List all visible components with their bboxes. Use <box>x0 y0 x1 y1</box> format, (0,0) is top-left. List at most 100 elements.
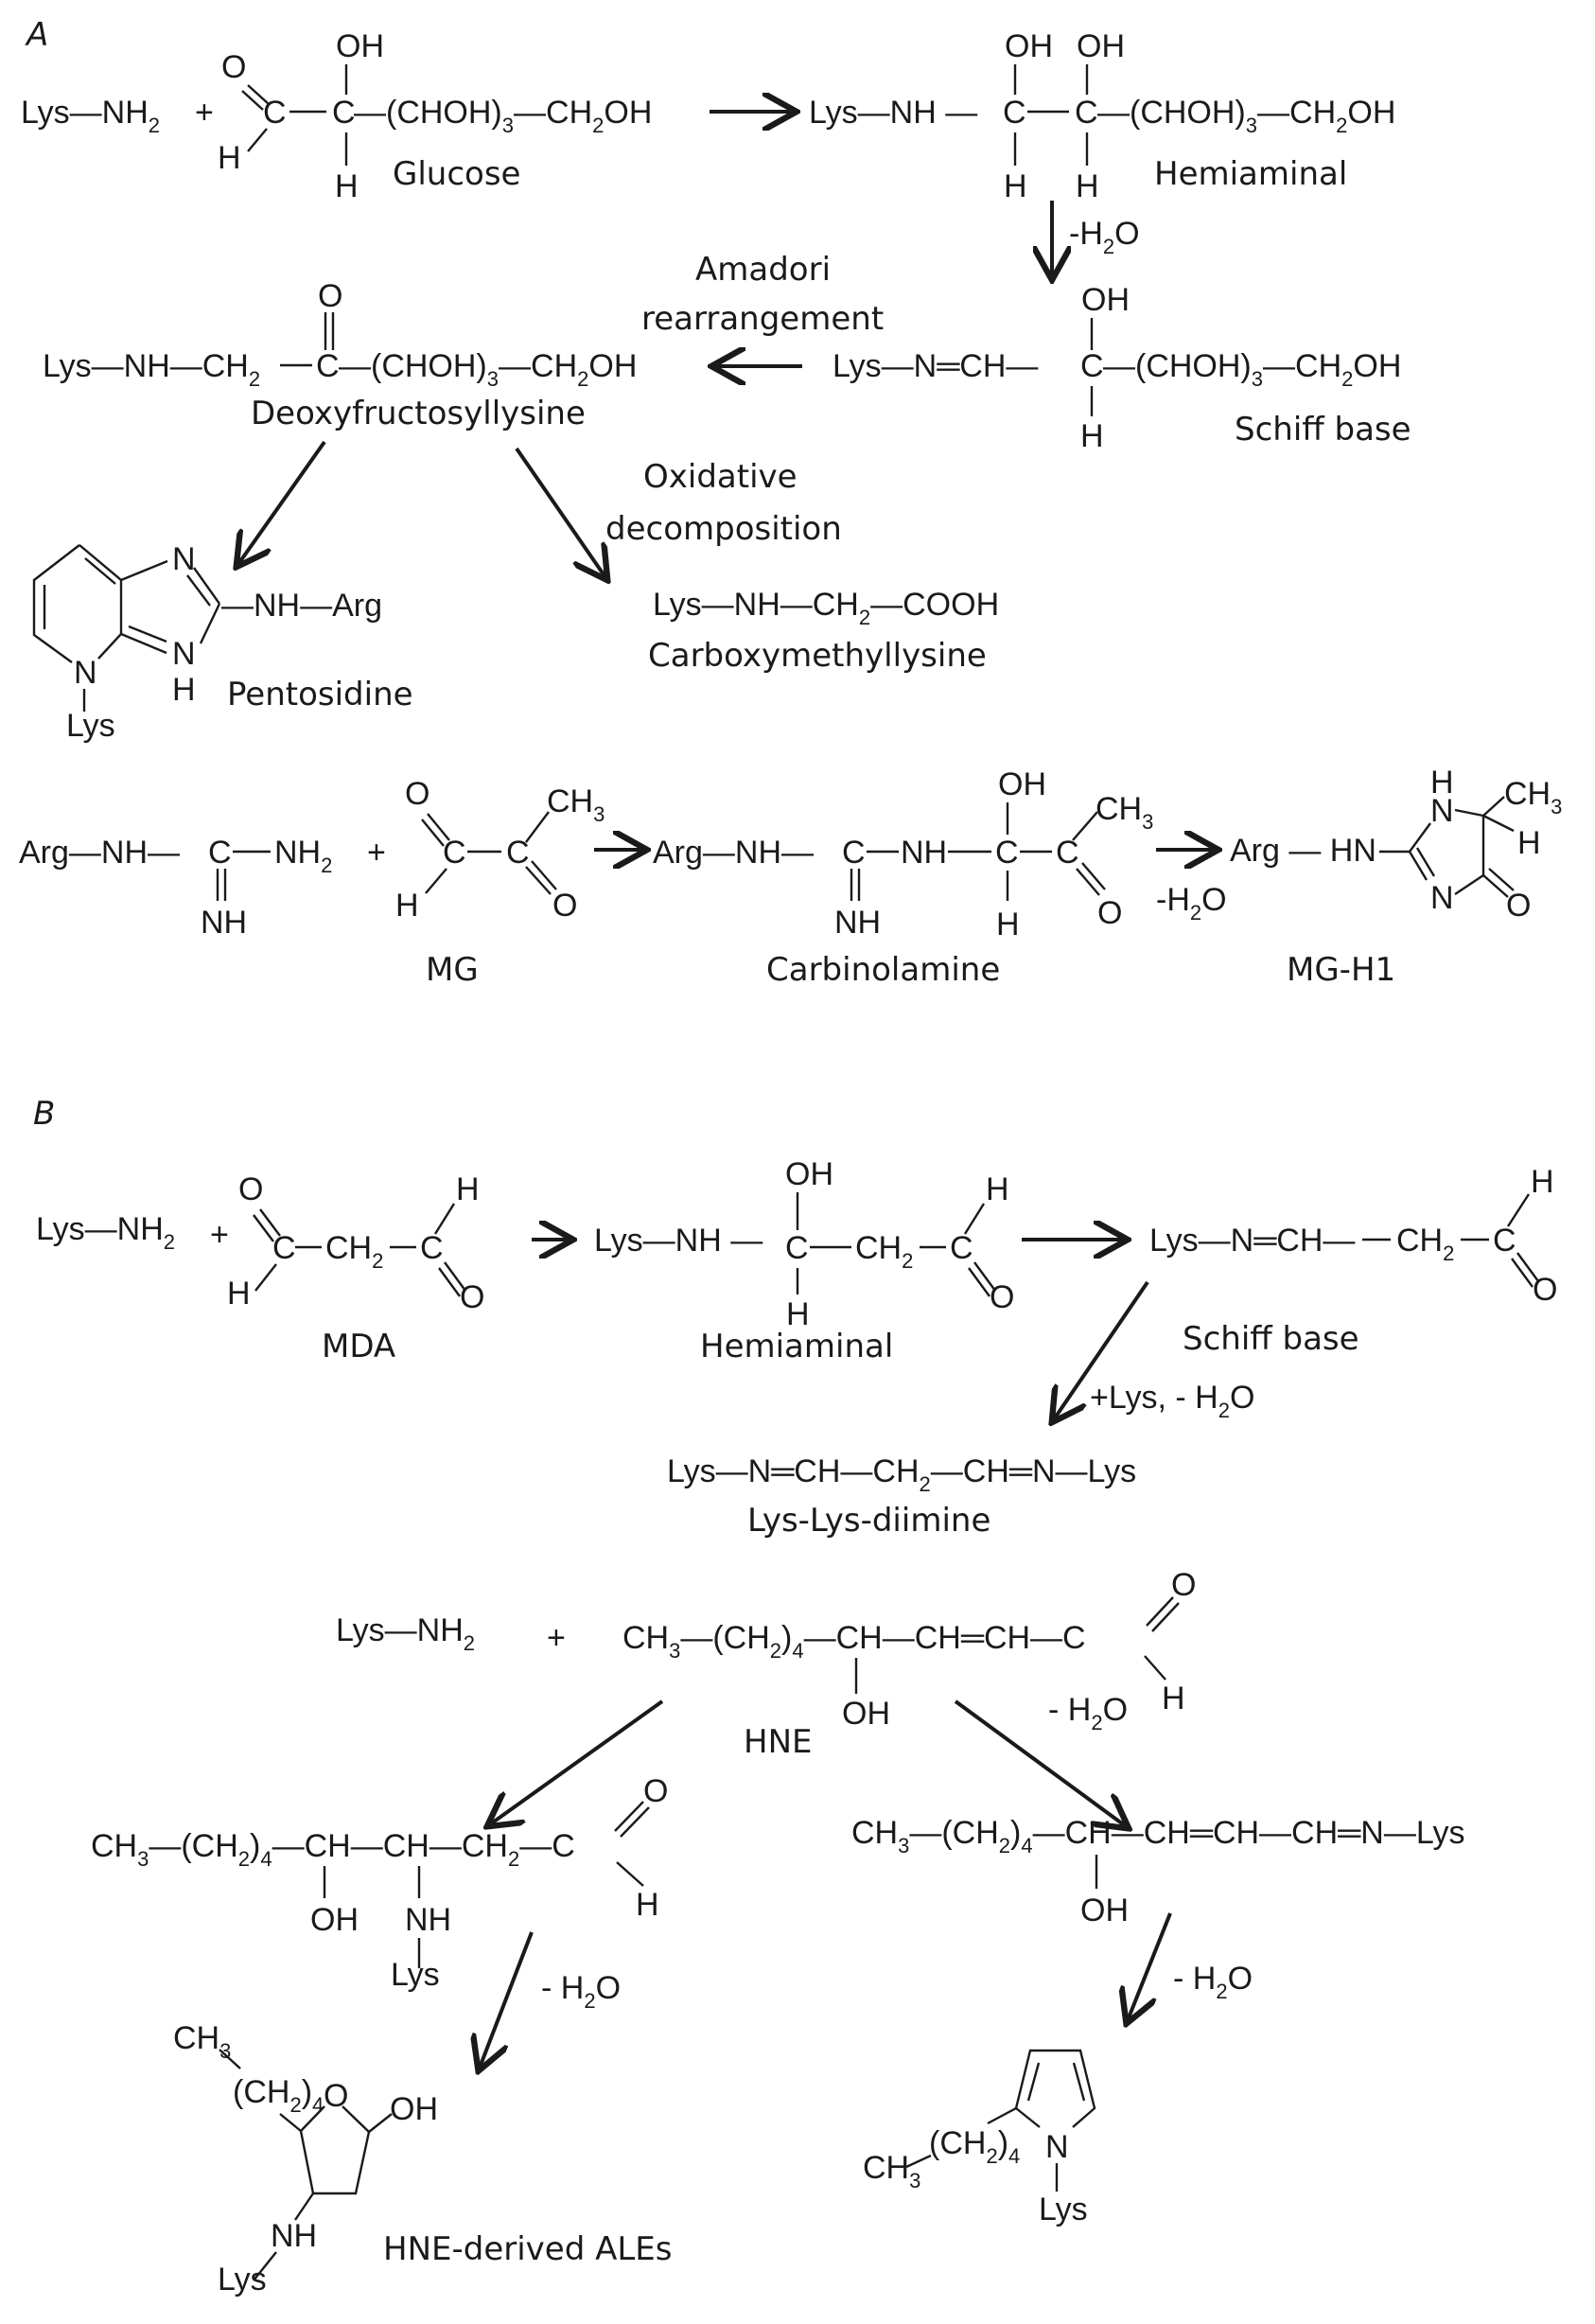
svg-text:OH: OH <box>336 28 384 64</box>
svg-text:CH3: CH3 <box>547 783 605 826</box>
hemiaminal-structure: Lys—NH — C OH H C OH H —(CHOH)3—CH2OH He… <box>809 28 1395 204</box>
svg-text:Lys: Lys <box>218 2262 267 2298</box>
svg-text:C: C <box>420 1230 444 1266</box>
label-carbinolamine: Carbinolamine <box>766 951 1000 989</box>
condition-label: +Lys, - H2O <box>1090 1380 1254 1422</box>
svg-text:OH: OH <box>842 1696 890 1732</box>
minus-water-label: - H2O <box>541 1970 621 2013</box>
svg-text:C: C <box>443 835 466 871</box>
oxidative-label-1: Oxidative <box>643 458 798 496</box>
minus-water-label: - H2O <box>1048 1692 1128 1734</box>
svg-text:O: O <box>990 1279 1014 1315</box>
pentosidine-arrow <box>238 440 326 564</box>
plus-sign: + <box>210 1217 229 1253</box>
svg-text:O: O <box>552 888 577 924</box>
svg-text:O: O <box>1097 895 1122 931</box>
svg-text:NH: NH <box>901 835 947 871</box>
svg-text:C: C <box>995 835 1019 871</box>
label-deoxyfructosyllysine: Deoxyfructosyllysine <box>251 395 586 432</box>
label-carboxymethyllysine: Carboxymethyllysine <box>648 637 987 675</box>
svg-text:C: C <box>332 95 356 131</box>
label-hemiaminal: Hemiaminal <box>1154 155 1347 193</box>
svg-text:C: C <box>1080 348 1104 384</box>
svg-text:C: C <box>950 1230 973 1266</box>
svg-text:C: C <box>1075 95 1098 131</box>
svg-text:OH: OH <box>1080 1893 1129 1928</box>
svg-text:NH: NH <box>834 905 881 941</box>
oxidation-arrow <box>515 447 605 577</box>
label-hne: HNE <box>744 1723 812 1761</box>
svg-text:H: H <box>227 1276 251 1312</box>
svg-text:Lys—N═CH—: Lys—N═CH— <box>833 348 1038 384</box>
label-schiff-base-b: Schiff base <box>1183 1320 1359 1358</box>
label-mda: MDA <box>322 1328 395 1365</box>
deoxyfructosyllysine-structure: Lys—NH—CH2 C O —(CHOH)3—CH2OH Deoxyfruct… <box>43 278 637 432</box>
panel-label-a: A <box>25 16 48 54</box>
svg-text:OH: OH <box>785 1156 833 1192</box>
svg-text:CH3: CH3 <box>1095 791 1153 834</box>
hne-schiff-base-structure: CH3—(CH2)4—CH—CH═CH—CH═N—Lys OH <box>851 1815 1464 1928</box>
amadori-label-1: Amadori <box>695 251 831 289</box>
schiff-base-structure: Lys—N═CH— C OH H —(CHOH)3—CH2OH Schiff b… <box>833 282 1411 454</box>
svg-text:NH2: NH2 <box>274 835 332 877</box>
svg-text:—(CHOH)3—CH2OH: —(CHOH)3—CH2OH <box>354 95 652 137</box>
oxidative-label-2: decomposition <box>605 510 842 548</box>
methylglyoxal-structure: O C H C CH3 O MG <box>395 776 605 989</box>
schiff-formation-arrow <box>954 1699 1126 1826</box>
svg-text:O: O <box>221 49 246 85</box>
arginine-structure: Arg—NH— C NH NH2 <box>19 835 332 941</box>
minus-water-label: -H2O <box>1069 216 1140 258</box>
svg-text:NH: NH <box>201 905 247 941</box>
svg-text:C: C <box>1493 1223 1516 1259</box>
svg-text:Arg—NH—: Arg—NH— <box>653 835 814 871</box>
svg-text:H: H <box>636 1887 659 1923</box>
plus-sign: + <box>195 95 214 131</box>
svg-text:Lys—NH2: Lys—NH2 <box>36 1211 175 1254</box>
svg-text:—(CHOH)3—CH2OH: —(CHOH)3—CH2OH <box>339 348 637 391</box>
svg-text:O: O <box>318 278 342 314</box>
svg-text:O: O <box>405 776 429 812</box>
lysine-amine-reactant: Lys—NH2 <box>336 1612 475 1655</box>
svg-text:OH: OH <box>1081 282 1130 318</box>
svg-text:Lys—NH —: Lys—NH — <box>809 95 977 131</box>
svg-text:O: O <box>460 1279 484 1315</box>
svg-text:NH: NH <box>271 2218 317 2254</box>
minus-water-label: - H2O <box>1173 1961 1253 2003</box>
svg-text:OH: OH <box>310 1902 359 1938</box>
hne-structure: CH3—(CH2)4—CH—CH═CH—C OH O H HNE <box>622 1567 1196 1761</box>
lysine-amine-reactant: Lys—NH2 <box>36 1211 175 1254</box>
svg-text:H: H <box>1517 825 1541 861</box>
plus-sign: + <box>367 835 386 871</box>
svg-text:(CH2)4: (CH2)4 <box>929 2125 1020 2168</box>
svg-text:CH3: CH3 <box>863 2150 920 2192</box>
svg-text:O: O <box>1171 1567 1196 1603</box>
svg-text:O: O <box>643 1773 668 1809</box>
svg-text:N: N <box>74 655 97 691</box>
svg-text:H: H <box>986 1171 1009 1207</box>
svg-text:H: H <box>218 140 241 176</box>
svg-text:O: O <box>238 1171 263 1207</box>
svg-text:CH3: CH3 <box>1504 776 1562 819</box>
plus-sign: + <box>547 1620 566 1656</box>
svg-text:Lys—NH —: Lys—NH — <box>594 1223 762 1259</box>
label-mg-h1: MG-H1 <box>1287 951 1395 989</box>
svg-text:Arg—NH—: Arg—NH— <box>19 835 180 871</box>
label-mg: MG <box>426 951 479 989</box>
mda-structure: O C H CH2 C H O MDA <box>227 1171 484 1365</box>
pentosidine-structure: N N H N Lys —NH—Arg Pentosidine <box>32 541 413 744</box>
svg-text:CH3—(CH2)4—CH—CH═CH—CH═N—Lys: CH3—(CH2)4—CH—CH═CH—CH═N—Lys <box>851 1815 1464 1857</box>
mg-h1-structure: Arg — HN N H N CH3 H O MG-H1 <box>1230 765 1562 989</box>
svg-text:OH: OH <box>998 766 1046 802</box>
svg-text:CH3—(CH2)4—CH—CH—CH2—C: CH3—(CH2)4—CH—CH—CH2—C <box>91 1828 575 1871</box>
svg-text:CH2: CH2 <box>855 1230 913 1273</box>
mda-schiff-base-structure: Lys—N═CH— CH2 C H O Schiff base <box>1149 1164 1557 1358</box>
svg-text:H: H <box>1076 168 1099 204</box>
glucose-structure: O C H C OH H —(CHOH)3—CH2OH Glucose <box>218 28 652 204</box>
svg-text:OH: OH <box>1005 28 1053 64</box>
svg-text:O: O <box>1506 888 1531 924</box>
svg-text:H: H <box>456 1171 480 1207</box>
svg-text:C: C <box>263 95 287 131</box>
svg-text:CH2: CH2 <box>325 1230 383 1273</box>
svg-text:NH: NH <box>405 1902 451 1938</box>
svg-text:(CH2)4: (CH2)4 <box>233 2074 324 2117</box>
